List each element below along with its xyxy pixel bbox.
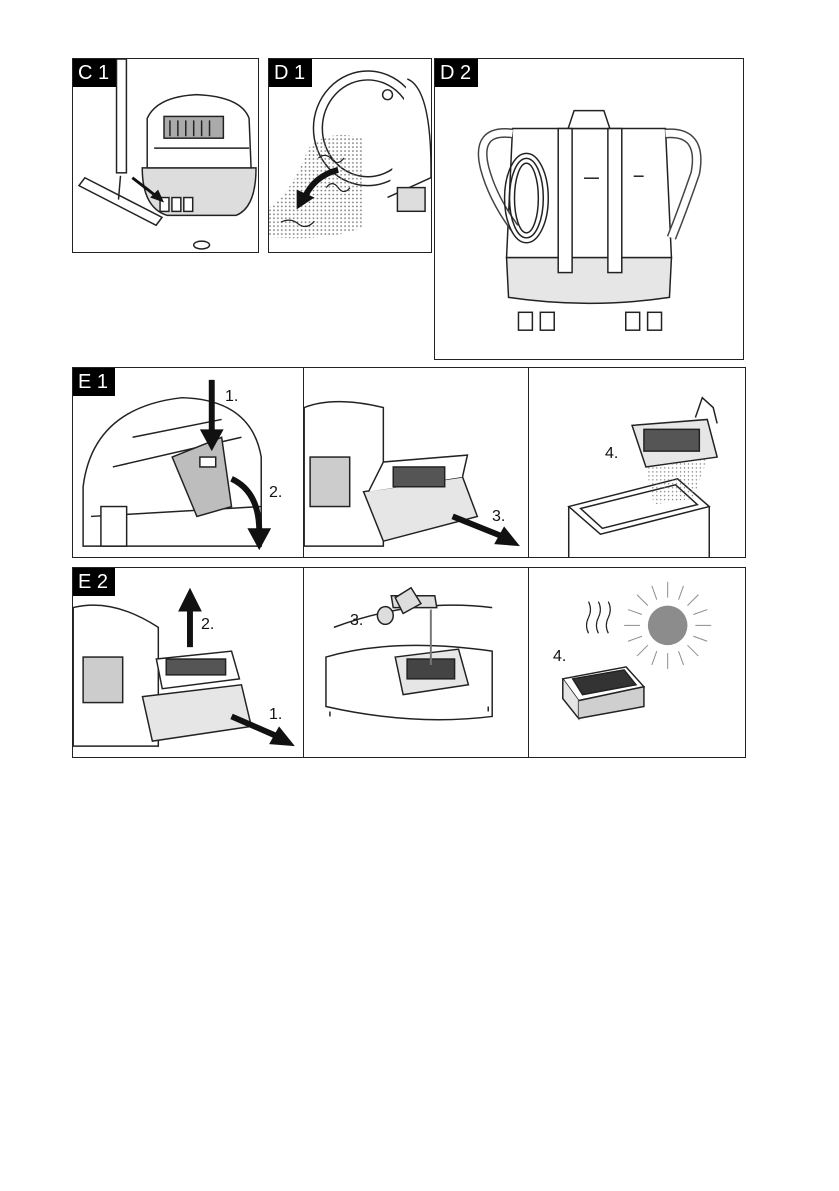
panel-label-e1: E 1 bbox=[73, 368, 115, 396]
step-label-4: 4. bbox=[605, 445, 618, 463]
step-label-1: 1. bbox=[225, 388, 238, 406]
panel-d1: D 1 bbox=[268, 58, 432, 253]
panel-e1-step3: 3. bbox=[303, 367, 529, 558]
filter-remove-from-cassette-illustration bbox=[73, 568, 303, 757]
panel-e2-step4: 4. bbox=[528, 567, 746, 758]
panel-e2-step1-2: E 2 1. 2. bbox=[72, 567, 304, 758]
panel-label-e2: E 2 bbox=[73, 568, 115, 596]
panel-e2-step3: 3. bbox=[303, 567, 529, 758]
panel-e1-step1-2: E 1 1. 2. bbox=[72, 367, 304, 558]
panel-label-d1: D 1 bbox=[269, 59, 312, 87]
panel-label-c1: C 1 bbox=[73, 59, 116, 87]
filter-tap-out-bin-illustration bbox=[529, 368, 745, 557]
panel-label-d2: D 2 bbox=[435, 59, 478, 87]
empty-tank-illustration bbox=[269, 59, 431, 252]
panel-e1-step4: 4. bbox=[528, 367, 746, 558]
step-label-2: 2. bbox=[201, 616, 214, 634]
step-label-3: 3. bbox=[350, 612, 363, 630]
arrow-icon bbox=[178, 588, 202, 647]
arrow-icon bbox=[232, 716, 295, 746]
step-label-2: 2. bbox=[269, 484, 282, 502]
step-label-4: 4. bbox=[553, 648, 566, 666]
arrow-icon bbox=[453, 516, 520, 546]
vacuum-rear-storage-illustration bbox=[435, 59, 743, 359]
step-label-1: 1. bbox=[269, 706, 282, 724]
step-label-3: 3. bbox=[492, 508, 505, 526]
sun-icon bbox=[624, 582, 711, 669]
panel-c1: C 1 bbox=[72, 58, 259, 253]
filter-icon bbox=[563, 667, 644, 718]
filter-pull-out-illustration bbox=[304, 368, 528, 557]
filter-rinse-illustration bbox=[304, 568, 528, 757]
vacuum-floor-nozzle-illustration bbox=[73, 59, 258, 252]
heat-waves-icon bbox=[587, 602, 611, 634]
panel-d2: D 2 bbox=[434, 58, 744, 360]
filter-cover-unlock-illustration bbox=[73, 368, 303, 557]
